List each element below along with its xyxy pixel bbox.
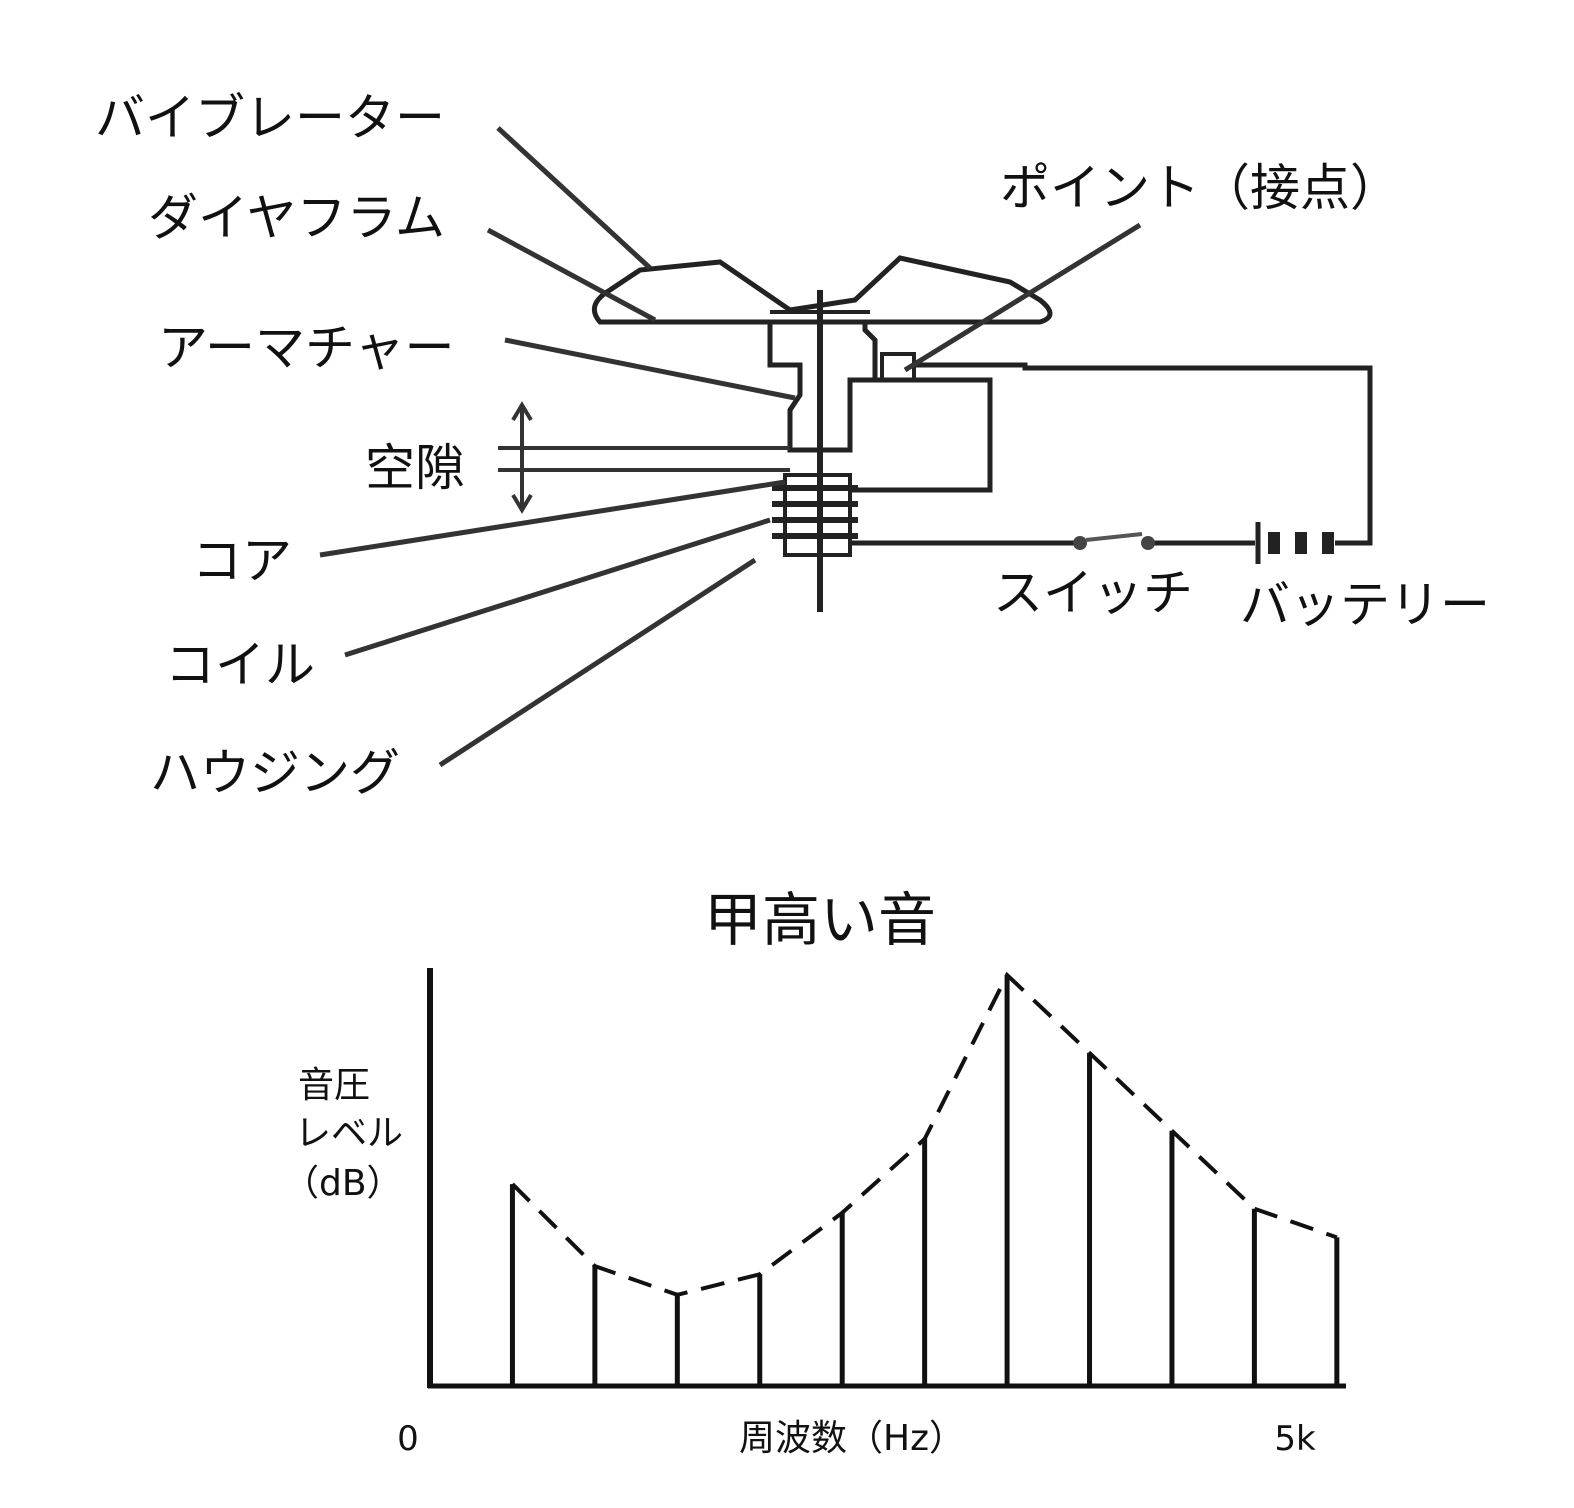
envelope-curve (511, 971, 1338, 1297)
core (772, 473, 858, 557)
y-axis-label: 音圧 レベル （dB） (283, 1065, 403, 1204)
label-housing: ハウジング (150, 744, 400, 802)
y-axis-label-line3: （dB） (283, 1163, 403, 1204)
horn-diagram: バイブレーター ダイヤフラム アーマチャー 空隙 コア コイル ハウジング ポイ… (95, 89, 1490, 802)
y-axis-label-line2: レベル (295, 1113, 403, 1154)
air-gap-arrow (498, 401, 790, 514)
x-axis-label: 周波数（Hz） (739, 1418, 965, 1459)
label-vibrator: バイブレーター (95, 89, 445, 147)
label-battery: バッテリー (1240, 576, 1490, 634)
circuit-wires (850, 362, 1373, 546)
y-axis-label-line1: 音圧 (298, 1065, 370, 1106)
x-tick-end: 5k (1274, 1419, 1316, 1459)
label-core: コア (192, 532, 292, 590)
x-tick-start: 0 (397, 1419, 419, 1459)
housing-box (850, 377, 993, 493)
label-diaphragm: ダイヤフラム (148, 189, 445, 247)
label-coil: コイル (165, 636, 315, 694)
spectrum-chart: 甲高い音 音圧 レベル （dB） 0 5k 周波数（Hz） (283, 886, 1346, 1459)
battery-symbol (1255, 522, 1334, 564)
leader-lines (319, 126, 1142, 768)
chart-title: 甲高い音 (704, 886, 936, 954)
spectrum-bars (509, 975, 1340, 1385)
switch-symbol (1073, 532, 1155, 550)
label-point: ポイント（接点） (1000, 159, 1400, 217)
label-switch: スイッチ (993, 564, 1193, 622)
label-armature: アーマチャー (158, 319, 455, 377)
label-air-gap: 空隙 (365, 439, 465, 497)
